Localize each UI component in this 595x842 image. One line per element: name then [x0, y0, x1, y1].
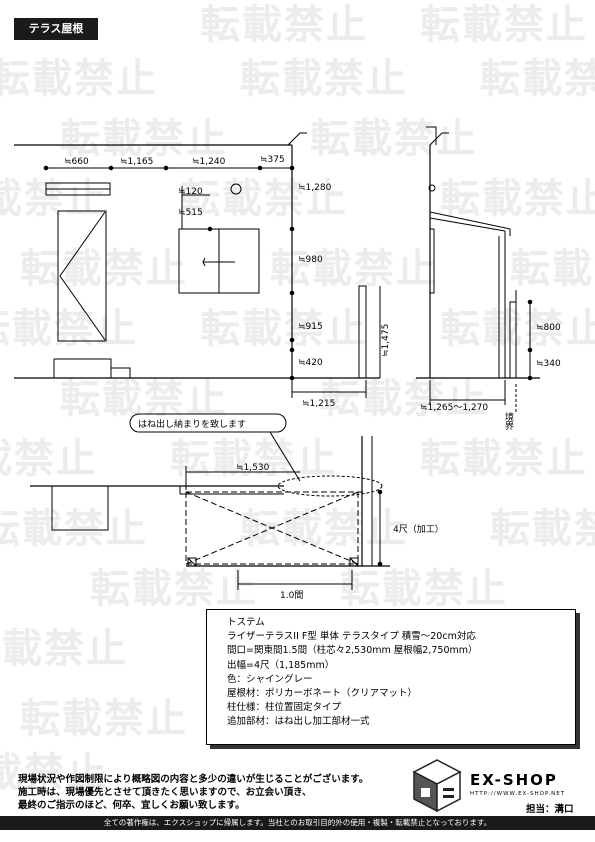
watermark-text: 転載禁止 — [0, 306, 138, 352]
dim-915: ≒915 — [298, 322, 323, 332]
watermark-text: 転載禁止 — [0, 750, 108, 796]
dim-1530: ≒1,530 — [236, 463, 270, 473]
watermark-text: 転載禁止 — [310, 116, 478, 162]
dim-340: ≒340 — [536, 359, 561, 369]
dim-800: ≒800 — [536, 323, 561, 333]
side-elevation — [416, 126, 540, 412]
dim-1165: ≒1,165 — [120, 157, 153, 167]
watermark-text: 転載禁止 — [420, 2, 588, 48]
watermark-text: 転載禁止 — [240, 506, 408, 552]
person-in-charge: 担当：溝口 — [526, 804, 574, 815]
label-boundary: 境界 — [503, 411, 514, 431]
watermark-text: 転載禁止 — [90, 566, 258, 612]
watermark-text: 転載禁止 — [180, 176, 348, 222]
dim-1ken: 1.0間 — [280, 590, 303, 601]
dim-1240: ≒1,240 — [192, 157, 226, 167]
notice-line: 現場状況や作図制限により概略図の内容と多少の違いが生じることがございます。 — [18, 774, 369, 785]
watermark-text: 転載禁止 — [200, 306, 368, 352]
dim-1280: ≒1,280 — [298, 183, 332, 193]
watermark-text: 転載禁止 — [440, 176, 595, 222]
watermark-text: 転載禁止 — [0, 626, 128, 672]
watermark-text: 転載禁止 — [320, 376, 488, 422]
watermark-text: 転載禁止 — [510, 246, 595, 292]
dim-1265: ≒1,265～1,270 — [420, 403, 488, 413]
watermark-text: 転載禁止 — [420, 436, 588, 482]
notice-line: 施工時は、現場優先とさせて頂きたく思いますので、お立会い頂き、 — [18, 787, 312, 798]
watermark-text: 転載禁止 — [480, 56, 595, 102]
dim-1215: ≒1,215 — [302, 399, 335, 409]
spec-color: 色：シャイングレー — [227, 673, 313, 685]
spec-maker: トステム — [227, 617, 265, 628]
watermark-text: 転載禁止 — [270, 246, 438, 292]
dim-660: ≒660 — [64, 157, 89, 167]
watermark-text: 転載禁止 — [20, 246, 188, 292]
page-title: テラス屋根 — [14, 18, 98, 40]
dim-1475: ≒1,475 — [381, 324, 391, 357]
watermark-text: 転載禁止 — [200, 2, 368, 48]
notice-text: 現場状況や作図制限により概略図の内容と多少の違いが生じることがございます。 施工… — [18, 773, 368, 812]
callout-text: はね出し納まりを致します — [138, 418, 246, 430]
watermark-text: 転載禁止 — [20, 696, 188, 742]
front-elevation — [14, 132, 381, 398]
exshop-logo-icon — [412, 759, 462, 813]
spec-width: 間口=関東間1.5間（柱芯々2,530mm 屋根幅2,750mm） — [227, 645, 478, 657]
watermark-text: 転載禁止 — [170, 436, 338, 482]
dim-375: ≒375 — [260, 155, 285, 165]
dim-515: ≒515 — [178, 208, 203, 218]
watermark-text: 転載禁止 — [340, 566, 508, 612]
watermark-text: 転載禁止 — [0, 176, 108, 222]
spec-post: 柱仕様：柱位置固定タイプ — [227, 702, 342, 714]
spec-extra: 追加部材：はね出し加工部材一式 — [227, 716, 370, 728]
dim-120: ≒120 — [178, 187, 203, 197]
copyright-footer: 全ての著作権は、エクスショップに帰属します。当社とのお取引目的外の使用・複製・転… — [0, 816, 595, 830]
spec-depth: 出幅=4尺（1,185mm） — [227, 659, 335, 671]
spec-box: トステム ライザーテラスII F型 単体 テラスタイプ 積雪～20cm対応 間口… — [206, 609, 576, 745]
watermark-text: 転載禁止 — [0, 506, 148, 552]
brand-name: EX-SHOP — [470, 771, 558, 789]
dim-980: ≒980 — [298, 255, 323, 265]
watermark-text: 転載禁止 — [440, 306, 595, 352]
notice-line: 最終のご指示のほど、何卒、宜しくお願い致します。 — [18, 800, 245, 811]
watermark-text: 転載禁止 — [490, 506, 595, 552]
spec-roof: 屋根材：ポリカーボネート（クリアマット） — [227, 688, 418, 700]
watermark-text: 転載禁止 — [60, 116, 228, 162]
watermark-text: 転載禁止 — [0, 56, 158, 102]
dim-4shaku: 4尺（加工） — [393, 524, 444, 535]
watermark-text: 転載禁止 — [0, 436, 98, 482]
dim-420: ≒420 — [298, 358, 323, 368]
plan-view — [30, 413, 390, 590]
watermark-text: 転載禁止 — [240, 56, 408, 102]
spec-product: ライザーテラスII F型 単体 テラスタイプ 積雪～20cm対応 — [227, 631, 476, 643]
brand-url: HTTP://WWW.EX-SHOP.NET — [470, 791, 566, 797]
